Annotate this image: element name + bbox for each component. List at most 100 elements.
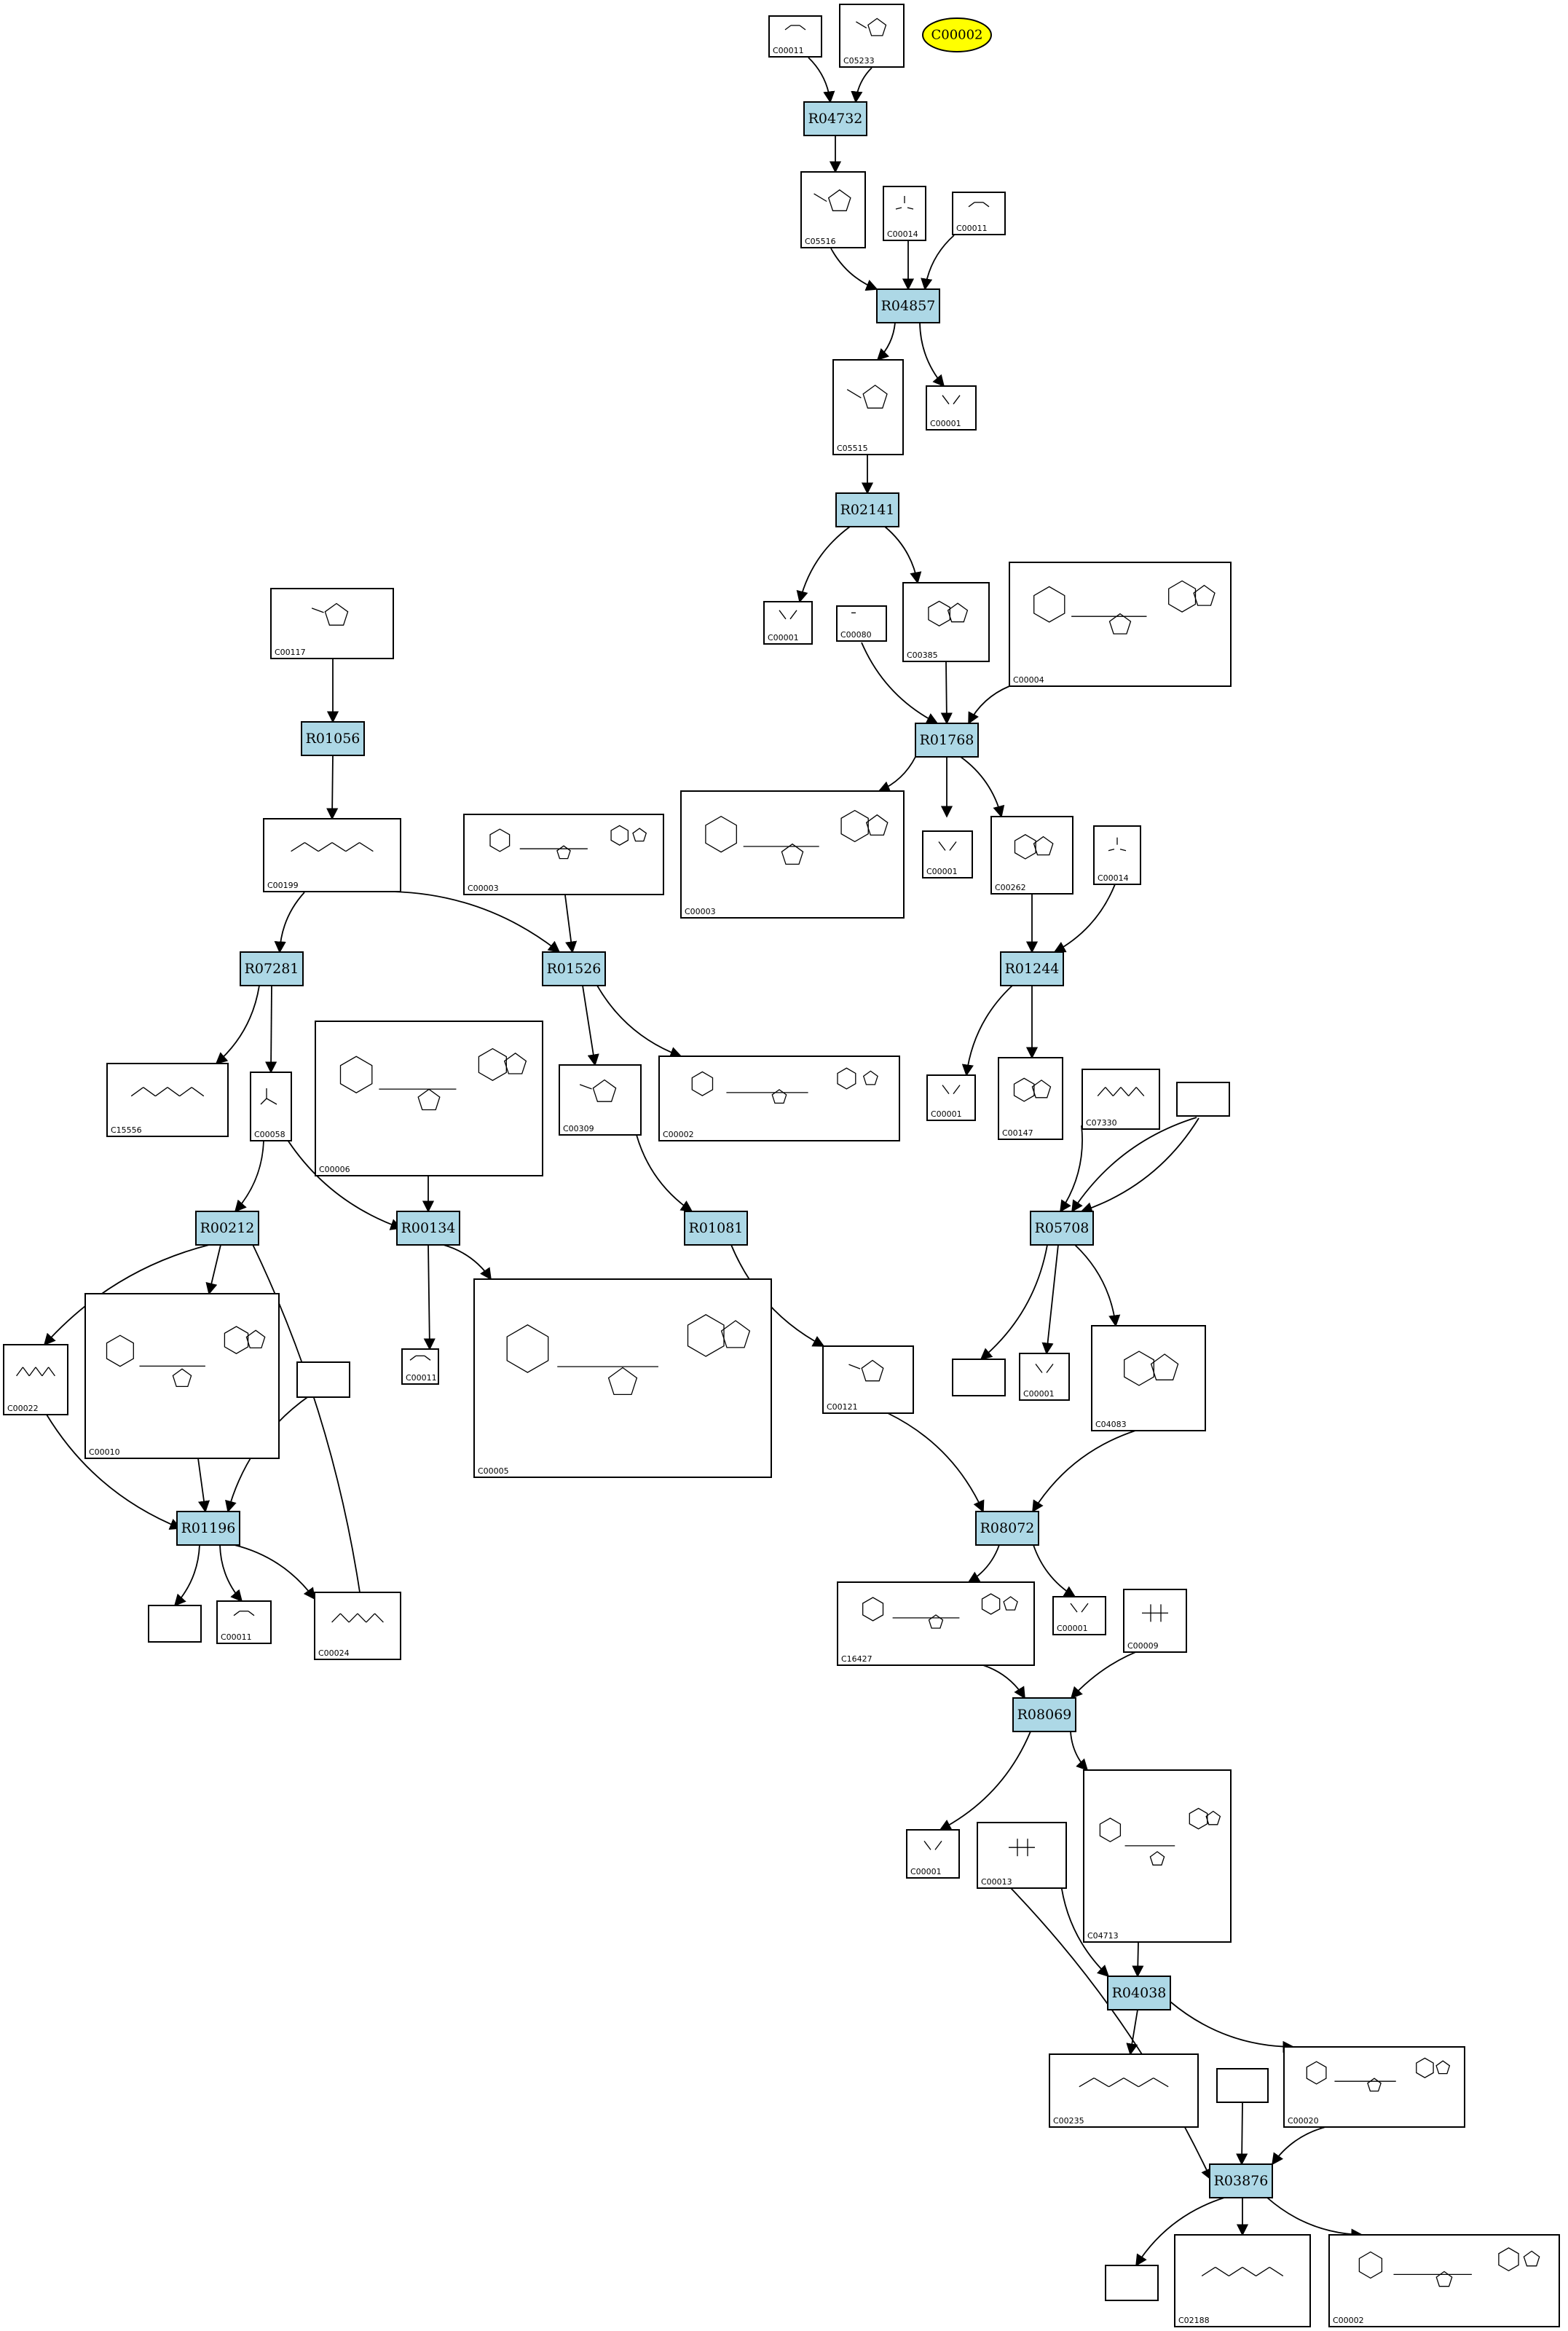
compound-node[interactable]: C00001 xyxy=(1052,1596,1106,1635)
compound-node[interactable] xyxy=(296,1361,350,1398)
compound-node[interactable]: C00014 xyxy=(883,186,926,241)
compound-box[interactable] xyxy=(401,1348,439,1385)
compound-box[interactable] xyxy=(473,1278,772,1478)
compound-node[interactable]: C04713 xyxy=(1083,1769,1232,1943)
reaction-node[interactable]: R05708 xyxy=(1030,1211,1094,1246)
compound-node[interactable]: C00001 xyxy=(1019,1353,1070,1401)
compound-box[interactable] xyxy=(1091,1325,1206,1431)
compound-box[interactable] xyxy=(658,1056,900,1141)
compound-node[interactable]: C00005 xyxy=(473,1278,772,1478)
reaction-node[interactable]: R01056 xyxy=(301,721,365,756)
reaction-node[interactable]: R04732 xyxy=(803,101,867,136)
compound-node[interactable]: C00006 xyxy=(315,1021,543,1176)
compound-box[interactable] xyxy=(800,171,866,248)
compound-box[interactable] xyxy=(1009,562,1232,687)
reaction-node[interactable]: R00212 xyxy=(195,1211,259,1246)
compound-node[interactable] xyxy=(1176,1082,1230,1117)
compound-node[interactable]: C00024 xyxy=(314,1592,401,1660)
compound-box[interactable] xyxy=(1283,2046,1465,2128)
compound-node[interactable]: C00011 xyxy=(952,192,1006,235)
reaction-box[interactable] xyxy=(803,101,867,136)
compound-box[interactable] xyxy=(216,1600,272,1644)
compound-node[interactable]: C00385 xyxy=(902,582,990,662)
reaction-box[interactable] xyxy=(195,1211,259,1246)
highlight-compound[interactable]: C00002 xyxy=(922,17,992,52)
compound-node[interactable]: C00003 xyxy=(680,790,905,919)
compound-box[interactable] xyxy=(832,359,904,455)
compound-box[interactable] xyxy=(836,605,887,642)
reaction-node[interactable]: R04857 xyxy=(876,288,940,323)
compound-node[interactable]: C02188 xyxy=(1174,2234,1311,2327)
compound-box[interactable] xyxy=(977,1822,1067,1889)
compound-node[interactable] xyxy=(952,1359,1006,1396)
compound-node[interactable]: C00013 xyxy=(977,1822,1067,1889)
compound-box[interactable] xyxy=(1176,1082,1230,1117)
compound-node[interactable]: C00011 xyxy=(401,1348,439,1385)
compound-box[interactable] xyxy=(906,1829,960,1879)
compound-node[interactable]: C05515 xyxy=(832,359,904,455)
compound-box[interactable] xyxy=(837,1581,1035,1666)
compound-node[interactable]: C00080 xyxy=(836,605,887,642)
compound-node[interactable]: C04083 xyxy=(1091,1325,1206,1431)
compound-node[interactable]: C00001 xyxy=(763,601,813,645)
compound-box[interactable] xyxy=(1049,2053,1199,2128)
compound-box[interactable] xyxy=(84,1293,280,1459)
compound-box[interactable] xyxy=(250,1072,292,1141)
reaction-node[interactable]: R03876 xyxy=(1209,2163,1273,2198)
reaction-box[interactable] xyxy=(975,1511,1039,1546)
compound-box[interactable] xyxy=(952,1359,1006,1396)
compound-node[interactable]: C00235 xyxy=(1049,2053,1199,2128)
compound-box[interactable] xyxy=(148,1605,202,1643)
reaction-box[interactable] xyxy=(176,1511,240,1546)
reaction-box[interactable] xyxy=(1107,1976,1171,2010)
compound-box[interactable] xyxy=(1174,2234,1311,2327)
compound-box[interactable] xyxy=(1052,1596,1106,1635)
compound-node[interactable]: C00001 xyxy=(922,830,973,878)
compound-node[interactable]: C00011 xyxy=(216,1600,272,1644)
compound-node[interactable]: C00309 xyxy=(559,1064,642,1136)
reaction-box[interactable] xyxy=(1012,1697,1076,1732)
compound-node[interactable]: C00002 xyxy=(1328,2234,1560,2327)
compound-box[interactable] xyxy=(926,385,977,431)
reaction-node[interactable]: R01081 xyxy=(684,1211,748,1246)
compound-box[interactable] xyxy=(296,1361,350,1398)
reaction-box[interactable] xyxy=(396,1211,460,1246)
reaction-box[interactable] xyxy=(915,723,979,758)
compound-box[interactable] xyxy=(1328,2234,1560,2327)
compound-box[interactable] xyxy=(106,1063,229,1137)
reaction-node[interactable]: R01244 xyxy=(1000,951,1064,986)
compound-node[interactable]: C00022 xyxy=(3,1344,68,1415)
compound-box[interactable] xyxy=(822,1345,914,1414)
reaction-box[interactable] xyxy=(1209,2163,1273,2198)
compound-box[interactable] xyxy=(263,818,401,892)
compound-node[interactable]: C16427 xyxy=(837,1581,1035,1666)
reaction-box[interactable] xyxy=(835,492,899,527)
reaction-node[interactable]: R01196 xyxy=(176,1511,240,1546)
compound-box[interactable] xyxy=(1019,1353,1070,1401)
compound-node[interactable]: C00199 xyxy=(263,818,401,892)
reaction-box[interactable] xyxy=(876,288,940,323)
compound-node[interactable]: C00001 xyxy=(926,385,977,431)
compound-node[interactable]: C00058 xyxy=(250,1072,292,1141)
reaction-box[interactable] xyxy=(1030,1211,1094,1246)
reaction-box[interactable] xyxy=(542,951,606,986)
compound-node[interactable]: C00262 xyxy=(990,816,1073,895)
compound-node[interactable]: C00147 xyxy=(998,1057,1063,1140)
compound-node[interactable]: C05233 xyxy=(839,4,905,68)
reaction-node[interactable]: R01526 xyxy=(542,951,606,986)
compound-node[interactable]: C00117 xyxy=(270,588,394,659)
compound-box[interactable] xyxy=(559,1064,642,1136)
compound-box[interactable] xyxy=(998,1057,1063,1140)
compound-box[interactable] xyxy=(926,1074,976,1121)
compound-node[interactable]: C00002 xyxy=(658,1056,900,1141)
reaction-box[interactable] xyxy=(1000,951,1064,986)
reaction-node[interactable]: R08069 xyxy=(1012,1697,1076,1732)
compound-node[interactable]: C00004 xyxy=(1009,562,1232,687)
compound-box[interactable] xyxy=(922,830,973,878)
compound-node[interactable]: C00003 xyxy=(463,814,664,895)
compound-box[interactable] xyxy=(768,15,822,58)
compound-node[interactable]: C00010 xyxy=(84,1293,280,1459)
compound-box[interactable] xyxy=(463,814,664,895)
reaction-node[interactable]: R07281 xyxy=(240,951,304,986)
compound-box[interactable] xyxy=(3,1344,68,1415)
